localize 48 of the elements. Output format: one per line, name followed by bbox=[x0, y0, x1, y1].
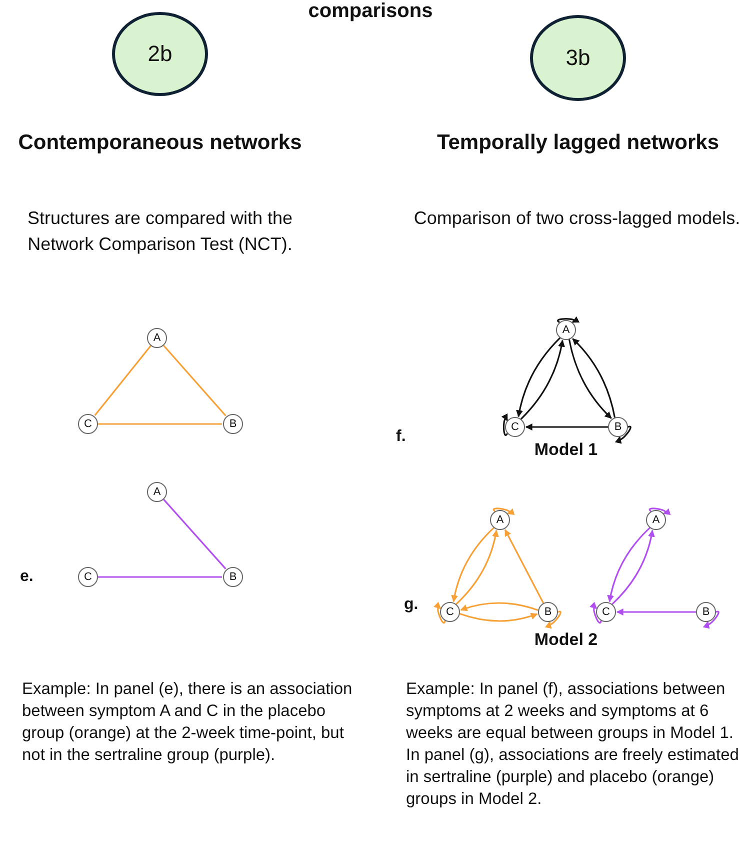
description-text: Comparison of two cross-lagged models. bbox=[412, 207, 741, 230]
model-caption: Model 1 bbox=[533, 440, 599, 460]
symptom-node: B bbox=[223, 414, 243, 434]
panel-letter: g. bbox=[404, 596, 420, 614]
example-paragraph: Example: In panel (e), there is an association between symptom A and C in the placebo group (orange) at the 2-week time-point, but not in the sertraline group (purple). bbox=[22, 679, 354, 766]
self-loop-arrow bbox=[649, 508, 671, 514]
symptom-node: A bbox=[490, 510, 510, 530]
symptom-node: C bbox=[78, 567, 98, 587]
symptom-node: C bbox=[596, 602, 616, 622]
step-circle: 3b bbox=[530, 15, 626, 101]
panel-letter: e. bbox=[20, 568, 34, 586]
self-loop-arrow bbox=[493, 508, 515, 514]
connector-line bbox=[163, 344, 226, 416]
section-heading: Contemporaneous networks bbox=[17, 130, 303, 156]
symptom-node: B bbox=[538, 602, 558, 622]
arrow bbox=[525, 424, 608, 430]
connector-line bbox=[94, 345, 152, 416]
symptom-node: A bbox=[556, 320, 576, 340]
symptom-node: B bbox=[223, 567, 243, 587]
self-loop-arrow bbox=[433, 602, 446, 624]
self-loop-arrow bbox=[546, 610, 562, 628]
self-loop-arrow bbox=[500, 413, 508, 436]
symptom-node: C bbox=[440, 602, 460, 622]
symptom-node: A bbox=[147, 328, 167, 348]
self-loop-arrow bbox=[704, 610, 720, 628]
self-loop-arrow bbox=[557, 316, 580, 323]
self-loop-arrow bbox=[589, 602, 602, 624]
symptom-node: B bbox=[696, 602, 716, 622]
symptom-node: A bbox=[646, 510, 666, 530]
section-heading: Temporally lagged networks bbox=[436, 130, 720, 156]
symptom-node: C bbox=[78, 414, 98, 434]
symptom-node: B bbox=[608, 417, 628, 437]
connector-line bbox=[98, 576, 222, 578]
model-caption: Model 2 bbox=[533, 630, 599, 650]
symptom-node: A bbox=[147, 482, 167, 502]
example-paragraph: Example: In panel (f), associations between symptoms at 2 weeks and symptoms at 6 weeks are equal between groups in Model 1. In panel (g), associations are freely estimated in sertraline (purple) and placebo (orange) groups in Model 2. bbox=[406, 679, 739, 810]
symptom-node: C bbox=[505, 417, 525, 437]
panel-letter: f. bbox=[396, 428, 407, 446]
step-circle: 2b bbox=[112, 12, 208, 96]
arrow bbox=[460, 612, 538, 622]
connector-line bbox=[163, 498, 226, 570]
arrow bbox=[460, 602, 538, 612]
self-loop-arrow bbox=[616, 426, 632, 444]
connector-line bbox=[98, 423, 222, 425]
arrow bbox=[616, 608, 696, 616]
description-text: Structures are compared with the Network Comparison Test (NCT). bbox=[26, 207, 294, 256]
diagram-title: comparisons bbox=[307, 0, 434, 22]
arrow bbox=[504, 529, 544, 604]
